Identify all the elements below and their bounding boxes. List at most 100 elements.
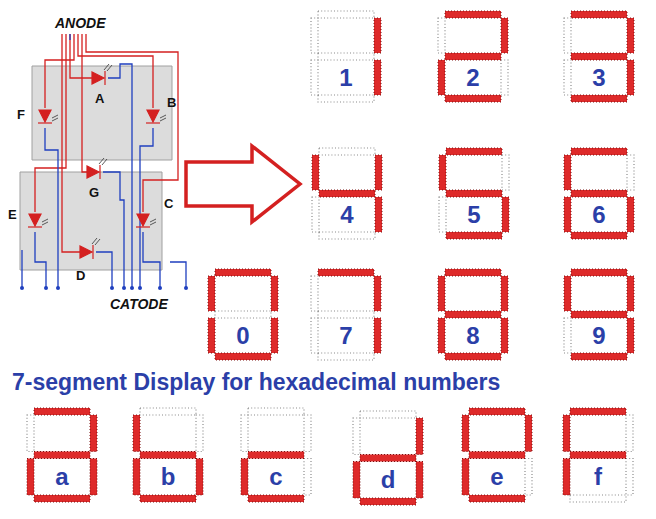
diagram-title: 7-segment Display for hexadecimal number…: [12, 371, 500, 394]
segment-label: D: [76, 269, 85, 282]
unlit-segment: [311, 18, 318, 53]
terminal-label: ANODE: [55, 16, 106, 30]
unlit-segment: [502, 155, 509, 190]
lit-segment: [469, 408, 525, 415]
lit-segment: [439, 155, 446, 190]
lit-segment: [208, 318, 215, 353]
display-character: d: [350, 468, 426, 492]
segment-outline: [561, 145, 637, 242]
lit-segment: [438, 318, 445, 353]
lit-segment: [312, 155, 319, 190]
unlit-segment: [196, 415, 203, 452]
lit-segment: [140, 452, 196, 459]
segment-label: C: [164, 197, 173, 210]
display-character: e: [459, 465, 535, 489]
seven-segment-display: e: [459, 405, 535, 505]
seven-segment-display: 6: [561, 145, 637, 242]
unlit-segment: [627, 155, 634, 190]
lit-segment: [375, 155, 382, 190]
display-character: 5: [436, 203, 512, 227]
lit-segment: [215, 269, 271, 276]
lit-segment: [469, 495, 525, 502]
unlit-segment: [140, 408, 196, 415]
unlit-segment: [304, 415, 311, 452]
unlit-segment: [311, 60, 318, 95]
lit-segment: [627, 318, 634, 353]
lit-segment: [462, 415, 469, 452]
unlit-segment: [318, 311, 374, 318]
lit-segment: [416, 462, 423, 499]
unlit-segment: [318, 53, 374, 60]
unlit-segment: [626, 459, 633, 496]
lit-segment: [215, 353, 271, 360]
lit-segment: [502, 197, 509, 232]
unlit-segment: [318, 95, 374, 102]
lit-segment: [571, 11, 627, 18]
lit-segment: [241, 459, 248, 496]
lit-segment: [501, 318, 508, 353]
lit-segment: [627, 197, 634, 232]
unlit-segment: [318, 353, 374, 360]
lit-segment: [501, 18, 508, 53]
lit-segment: [90, 415, 97, 452]
seven-segment-display: 1: [308, 8, 384, 105]
unlit-segment: [439, 197, 446, 232]
seven-segment-display: c: [238, 405, 314, 505]
lit-segment: [133, 459, 140, 496]
segment-outline: [350, 408, 426, 508]
lit-segment: [319, 190, 375, 197]
seven-segment-display: 4: [309, 145, 385, 242]
lit-segment: [445, 53, 501, 60]
segment-outline: [436, 145, 512, 242]
terminal-label: CATODE: [110, 297, 168, 311]
lit-segment: [133, 415, 140, 452]
lit-segment: [140, 495, 196, 502]
lit-segment: [27, 459, 34, 496]
segment-outline: [24, 405, 100, 505]
lit-segment: [318, 269, 374, 276]
display-character: b: [130, 465, 206, 489]
display-character: 8: [435, 324, 511, 348]
lit-segment: [571, 148, 627, 155]
segment-outline: [309, 145, 385, 242]
unlit-segment: [525, 459, 532, 496]
display-character: 1: [308, 66, 384, 90]
seven-segment-display: 7: [308, 266, 384, 363]
lit-segment: [501, 276, 508, 311]
segment-label: F: [17, 108, 25, 121]
segment-outline: [560, 405, 636, 505]
lit-segment: [90, 459, 97, 496]
lit-segment: [208, 276, 215, 311]
seven-segment-display: a: [24, 405, 100, 505]
seven-segment-display: 5: [436, 145, 512, 242]
segment-label: E: [8, 208, 17, 221]
lit-segment: [360, 498, 416, 505]
seven-segment-display: 9: [561, 266, 637, 363]
lit-segment: [570, 452, 626, 459]
lit-segment: [445, 353, 501, 360]
segment-outline: [459, 405, 535, 505]
lit-segment: [34, 408, 90, 415]
lit-segment: [564, 155, 571, 190]
segment-outline: [308, 8, 384, 105]
unlit-segment: [319, 148, 375, 155]
display-character: 3: [561, 66, 637, 90]
lit-segment: [563, 459, 570, 496]
segment-outline: [130, 405, 206, 505]
segment-outline: [435, 266, 511, 363]
seven-segment-display: 2: [435, 8, 511, 105]
unlit-segment: [626, 415, 633, 452]
lit-segment: [374, 18, 381, 53]
lit-segment: [374, 60, 381, 95]
lit-segment: [374, 318, 381, 353]
lit-segment: [416, 418, 423, 455]
unlit-segment: [318, 11, 374, 18]
lit-segment: [571, 232, 627, 239]
lit-segment: [446, 232, 502, 239]
lit-segment: [571, 353, 627, 360]
lit-segment: [353, 462, 360, 499]
lit-segment: [627, 18, 634, 53]
display-character: 0: [205, 324, 281, 348]
